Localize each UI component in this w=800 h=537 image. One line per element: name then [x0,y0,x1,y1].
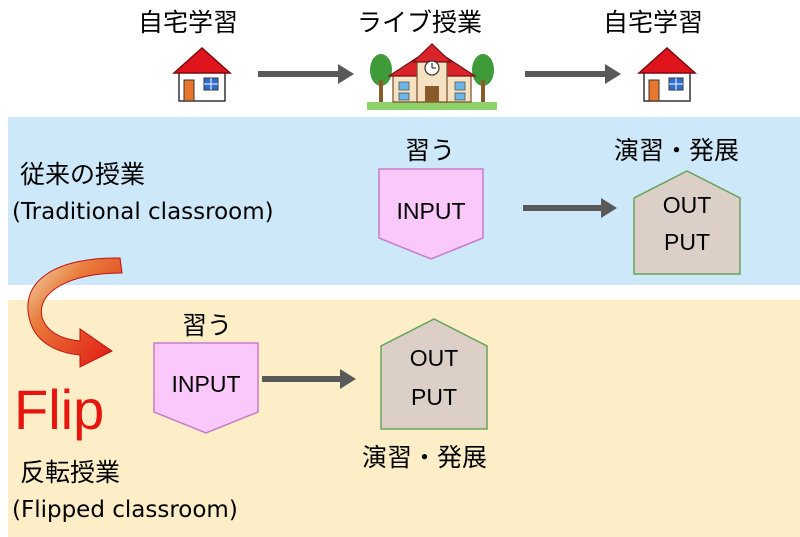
flipped-arrow [262,369,356,389]
traditional-input-pentagon [378,168,484,260]
traditional-subtitle: (Traditional classroom) [12,199,274,225]
traditional-output-caption: 演習・発展 [614,136,740,165]
flipped-title: 反転授業 [20,458,121,487]
house-icon [172,46,232,102]
traditional-output-line2: PUT [664,229,710,255]
flipped-output-line1: OUT [409,345,459,371]
house-icon [637,46,697,102]
traditional-input-label: INPUT [396,198,466,224]
traditional-title: 従来の授業 [20,160,146,189]
flipped-input-pentagon [153,342,259,434]
curved-flip-arrow-icon [27,257,123,368]
flipped-output-pentagon [380,318,488,430]
flipped-subtitle: (Flipped classroom) [12,497,238,523]
top-arrow-right [525,64,621,84]
flipped-output-caption: 演習・発展 [362,443,488,472]
home-study-label-left: 自宅学習 [138,8,239,37]
traditional-output-pentagon [633,170,741,275]
top-arrow-left [258,64,354,84]
flipped-output-line2: PUT [411,384,457,410]
traditional-output-line1: OUT [662,192,712,218]
traditional-input-caption: 習う [405,136,456,165]
traditional-arrow [523,198,617,218]
flipped-input-caption: 習う [182,311,233,340]
home-study-label-right: 自宅学習 [603,8,704,37]
live-class-label: ライブ授業 [357,8,483,37]
school-building-icon [367,43,497,110]
flip-word: Flip [14,378,105,441]
flipped-input-label: INPUT [171,371,241,397]
